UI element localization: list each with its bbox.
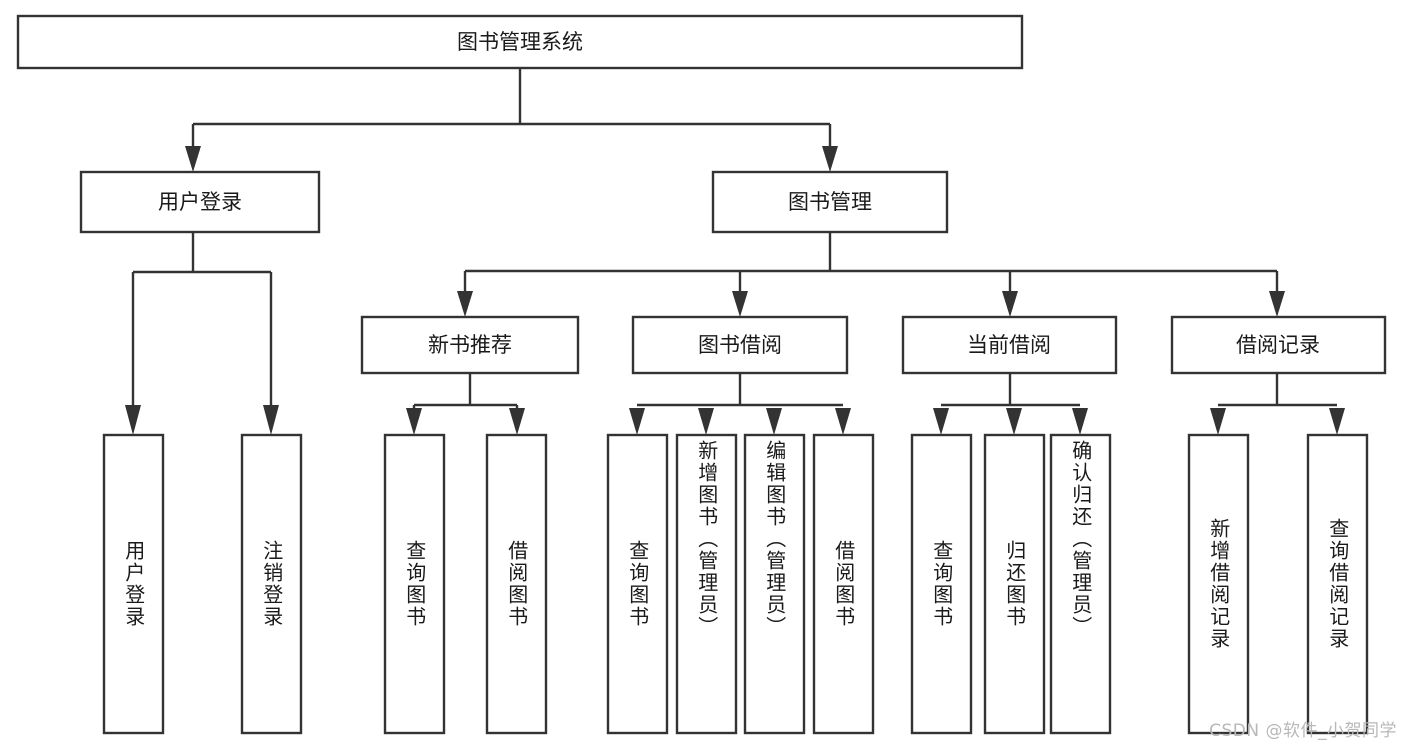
- node-borrow-record-label: 借阅记录: [1236, 333, 1320, 357]
- leaf-box-return-book[interactable]: [983, 433, 1046, 735]
- leaf-box-q-book-3[interactable]: [910, 433, 973, 735]
- leaf-box-leaf-logout[interactable]: [240, 433, 303, 735]
- node-book-borrow-box[interactable]: [631, 315, 849, 375]
- leaf-box-borrow-book[interactable]: [812, 433, 875, 735]
- arrow-head-borrow-record: [1269, 291, 1285, 317]
- node-user-login[interactable]: 用户登录: [79, 170, 321, 234]
- node-book-manage[interactable]: 图书管理: [711, 170, 949, 234]
- node-new-book-rec[interactable]: 新书推荐: [360, 315, 580, 375]
- arrow-head-leaf-user-login: [125, 405, 141, 435]
- leaf-box-add-book[interactable]: [675, 433, 738, 735]
- node-current-borrow-label: 当前借阅: [967, 333, 1051, 357]
- node-root-box[interactable]: [16, 14, 1024, 70]
- leaf-box-q-book-1[interactable]: [383, 433, 446, 735]
- leaf-box-add-record[interactable]: [1187, 433, 1250, 735]
- leaf-box-group: [102, 433, 1369, 735]
- arrow-head-q-book-3: [933, 408, 949, 435]
- node-user-login-box[interactable]: [79, 170, 321, 234]
- node-book-borrow[interactable]: 图书借阅: [631, 315, 849, 375]
- watermark-text: CSDN @软件_小贺同学: [1209, 721, 1397, 741]
- arrow-head-edit-book: [766, 408, 782, 435]
- node-user-login-label: 用户登录: [158, 190, 242, 214]
- arrow-head-b-book-1: [509, 408, 525, 435]
- leaf-box-q-book-2[interactable]: [606, 433, 669, 735]
- leaf-box-query-record[interactable]: [1306, 433, 1369, 735]
- arrow-head-q-book-2: [629, 408, 645, 435]
- arrow-head-new-book-rec: [457, 291, 473, 317]
- node-book-manage-box[interactable]: [711, 170, 949, 234]
- arrow-head-add-record: [1210, 408, 1226, 435]
- arrow-head-current-borrow: [1002, 291, 1018, 317]
- leaf-box-confirm-return[interactable]: [1049, 433, 1112, 735]
- node-borrow-record[interactable]: 借阅记录: [1170, 315, 1387, 375]
- arrow-head-borrow-book: [835, 408, 851, 435]
- node-new-book-rec-label: 新书推荐: [428, 333, 512, 357]
- node-book-manage-label: 图书管理: [788, 190, 872, 214]
- node-new-book-rec-box[interactable]: [360, 315, 580, 375]
- node-current-borrow-box[interactable]: [901, 315, 1118, 375]
- leaf-box-leaf-user-login[interactable]: [102, 433, 165, 735]
- leaf-box-b-book-1[interactable]: [485, 433, 548, 735]
- connector-group: [125, 68, 1345, 435]
- arrow-head-user-login: [185, 146, 201, 172]
- arrow-head-book-borrow: [732, 291, 748, 317]
- node-root-label: 图书管理系统: [457, 30, 583, 54]
- node-book-borrow-label: 图书借阅: [698, 333, 782, 357]
- node-root[interactable]: 图书管理系统: [16, 14, 1024, 70]
- arrow-head-add-book: [698, 408, 714, 435]
- arrow-head-leaf-logout: [263, 405, 279, 435]
- leaf-box-edit-book[interactable]: [743, 433, 806, 735]
- node-current-borrow[interactable]: 当前借阅: [901, 315, 1118, 375]
- arrow-head-book-manage: [822, 146, 838, 172]
- arrow-head-confirm-return: [1072, 408, 1088, 435]
- arrow-head-return-book: [1006, 408, 1022, 435]
- arrow-head-q-book-1: [406, 408, 422, 435]
- node-borrow-record-box[interactable]: [1170, 315, 1387, 375]
- arrow-head-query-record: [1329, 408, 1345, 435]
